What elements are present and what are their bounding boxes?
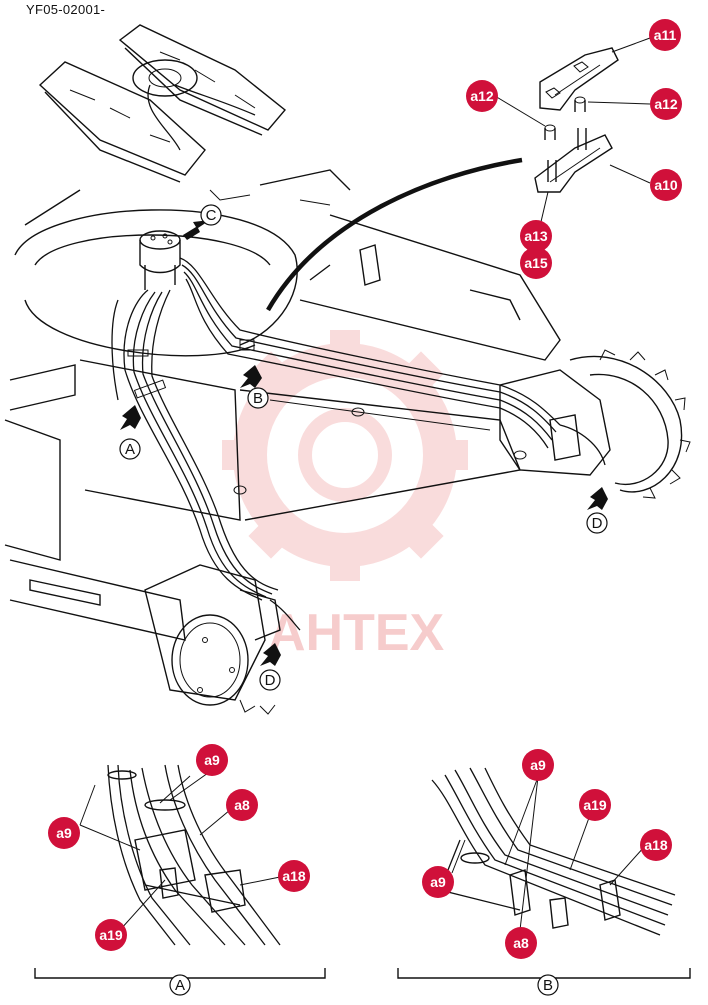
- right-track-motor: [499, 349, 691, 499]
- svg-text:B: B: [543, 977, 553, 994]
- callout-a15: a15: [520, 247, 552, 279]
- svg-text:a18: a18: [282, 868, 306, 884]
- view-marker-a: A: [119, 438, 141, 460]
- svg-text:a8: a8: [234, 797, 250, 813]
- callout-detail-b-a8: a8: [505, 927, 537, 959]
- svg-text:a11: a11: [654, 27, 677, 43]
- detail-a-drawing: [79, 764, 286, 946]
- svg-text:B: B: [253, 390, 263, 407]
- svg-text:A: A: [175, 977, 185, 994]
- svg-text:a19: a19: [583, 797, 607, 813]
- arrow-c: [183, 220, 210, 240]
- svg-text:a19: a19: [99, 927, 123, 943]
- svg-text:a12: a12: [470, 88, 494, 104]
- svg-text:a8: a8: [513, 935, 529, 951]
- upper-frame: [4, 169, 561, 641]
- svg-text:A: A: [125, 441, 135, 458]
- watermark-text: AHTEX: [268, 604, 445, 662]
- callout-detail-b-a19: a19: [579, 789, 611, 821]
- hoses-left-motor: [111, 289, 301, 631]
- svg-text:C: C: [206, 207, 217, 224]
- callout-leaders: [494, 37, 651, 227]
- document-id: YF05-02001-: [26, 2, 106, 17]
- view-marker-d-right: D: [586, 512, 608, 534]
- svg-text:a13: a13: [524, 228, 548, 244]
- svg-text:a9: a9: [204, 752, 220, 768]
- svg-text:a10: a10: [654, 177, 678, 193]
- callout-detail-a-a9-left: a9: [48, 817, 80, 849]
- view-marker-b: B: [247, 387, 269, 409]
- svg-text:a15: a15: [524, 255, 548, 271]
- arrow-a: [120, 405, 141, 430]
- detail-b-bracket: B: [397, 968, 691, 996]
- svg-text:a9: a9: [430, 874, 446, 890]
- callout-detail-b-a9-top: a9: [522, 749, 554, 781]
- callout-detail-a-a19: a19: [95, 919, 127, 951]
- detail-a-bracket: A: [34, 968, 326, 996]
- callout-a11: a11: [649, 19, 681, 51]
- callout-a10: a10: [650, 169, 682, 201]
- arrow-d-left: [260, 643, 281, 666]
- left-track-motor: [144, 564, 281, 715]
- arrow-b: [240, 365, 262, 388]
- svg-text:D: D: [592, 515, 603, 532]
- arrow-d-right: [587, 487, 608, 510]
- svg-text:a9: a9: [56, 825, 72, 841]
- watermark-gear: [222, 330, 468, 581]
- svg-text:a12: a12: [654, 96, 678, 112]
- callout-a12-right: a12: [650, 88, 682, 120]
- view-marker-c: C: [200, 204, 222, 226]
- swivel-joint: [139, 230, 181, 290]
- callout-detail-b-a18: a18: [640, 829, 672, 861]
- callout-a13: a13: [520, 220, 552, 252]
- callout-a12-left: a12: [466, 80, 498, 112]
- callout-detail-a-a18: a18: [278, 860, 310, 892]
- view-marker-d-left: D: [259, 669, 281, 691]
- callout-detail-a-a8: a8: [226, 789, 258, 821]
- callout-detail-a-a9-top: a9: [196, 744, 228, 776]
- svg-text:D: D: [265, 672, 276, 689]
- undercarriage-overview: [38, 24, 287, 183]
- view-arrows: [120, 220, 608, 666]
- clamp-exploded-parts: [534, 47, 619, 193]
- hoses-right-motor: [179, 257, 606, 466]
- callout-detail-b-a9-left: a9: [422, 866, 454, 898]
- svg-text:a18: a18: [644, 837, 668, 853]
- svg-text:a9: a9: [530, 757, 546, 773]
- detail-leader-curve: [266, 157, 523, 312]
- detail-b-drawing: [431, 767, 676, 936]
